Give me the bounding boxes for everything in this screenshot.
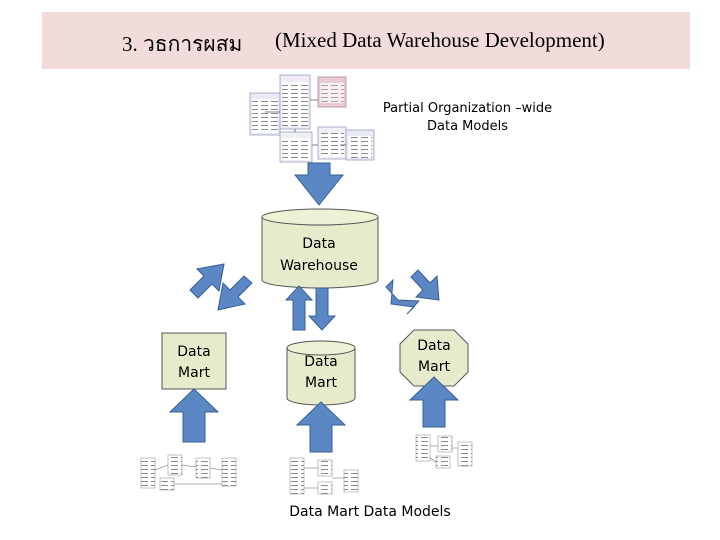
warehouse-label: Data Warehouse bbox=[268, 233, 370, 277]
mart-right-line1: Data bbox=[417, 338, 451, 354]
mart-center-line2: Mart bbox=[305, 375, 337, 391]
mart-left-line1: Data bbox=[177, 344, 211, 360]
slide-title: (Mixed Data Warehouse Development) bbox=[275, 28, 605, 52]
arrow-up-to-warehouse bbox=[284, 285, 314, 331]
data-mart-models-label: Data Mart Data Models bbox=[289, 504, 451, 520]
warehouse-label-line2: Warehouse bbox=[280, 258, 358, 274]
mart-left-line2: Mart bbox=[178, 365, 210, 381]
arrow-right-diagonal-down bbox=[385, 278, 421, 315]
data-mart-right-octagon bbox=[399, 329, 469, 387]
arrow-right-diagonal-up bbox=[410, 269, 440, 301]
right-mart-model-thumbnail bbox=[415, 434, 473, 469]
mart-right-line2: Mart bbox=[418, 359, 450, 375]
org-data-model-thumbnail bbox=[249, 74, 375, 163]
data-mart-right-label: Data Mart bbox=[400, 336, 468, 378]
slide-number-title: 3. วธการผสม bbox=[122, 32, 243, 56]
data-mart-center-label: Data Mart bbox=[287, 352, 355, 394]
down-arrow-to-warehouse bbox=[293, 162, 345, 206]
arrow-down-to-mart bbox=[307, 287, 337, 331]
mart-center-line1: Data bbox=[304, 354, 338, 370]
title-banner: 3. วธการผสม (Mixed Data Warehouse Develo… bbox=[42, 12, 690, 69]
warehouse-label-line1: Data bbox=[302, 236, 336, 252]
arrow-up-right-mart bbox=[408, 376, 460, 428]
data-mart-center-cylinder bbox=[286, 340, 356, 406]
left-mart-model-thumbnail bbox=[140, 454, 237, 491]
arrow-up-center-mart bbox=[295, 401, 347, 453]
arrow-left-diagonal-down bbox=[217, 275, 253, 311]
data-mart-left-label: Data Mart bbox=[162, 342, 226, 384]
partial-org-models-label: Partial Organization –wide Data Models bbox=[382, 101, 553, 134]
arrow-left-diagonal-up bbox=[189, 263, 225, 299]
arrow-up-left-mart bbox=[168, 388, 220, 443]
data-mart-left-box bbox=[161, 332, 227, 390]
data-warehouse-cylinder bbox=[261, 208, 379, 289]
center-mart-model-thumbnail bbox=[289, 457, 359, 495]
